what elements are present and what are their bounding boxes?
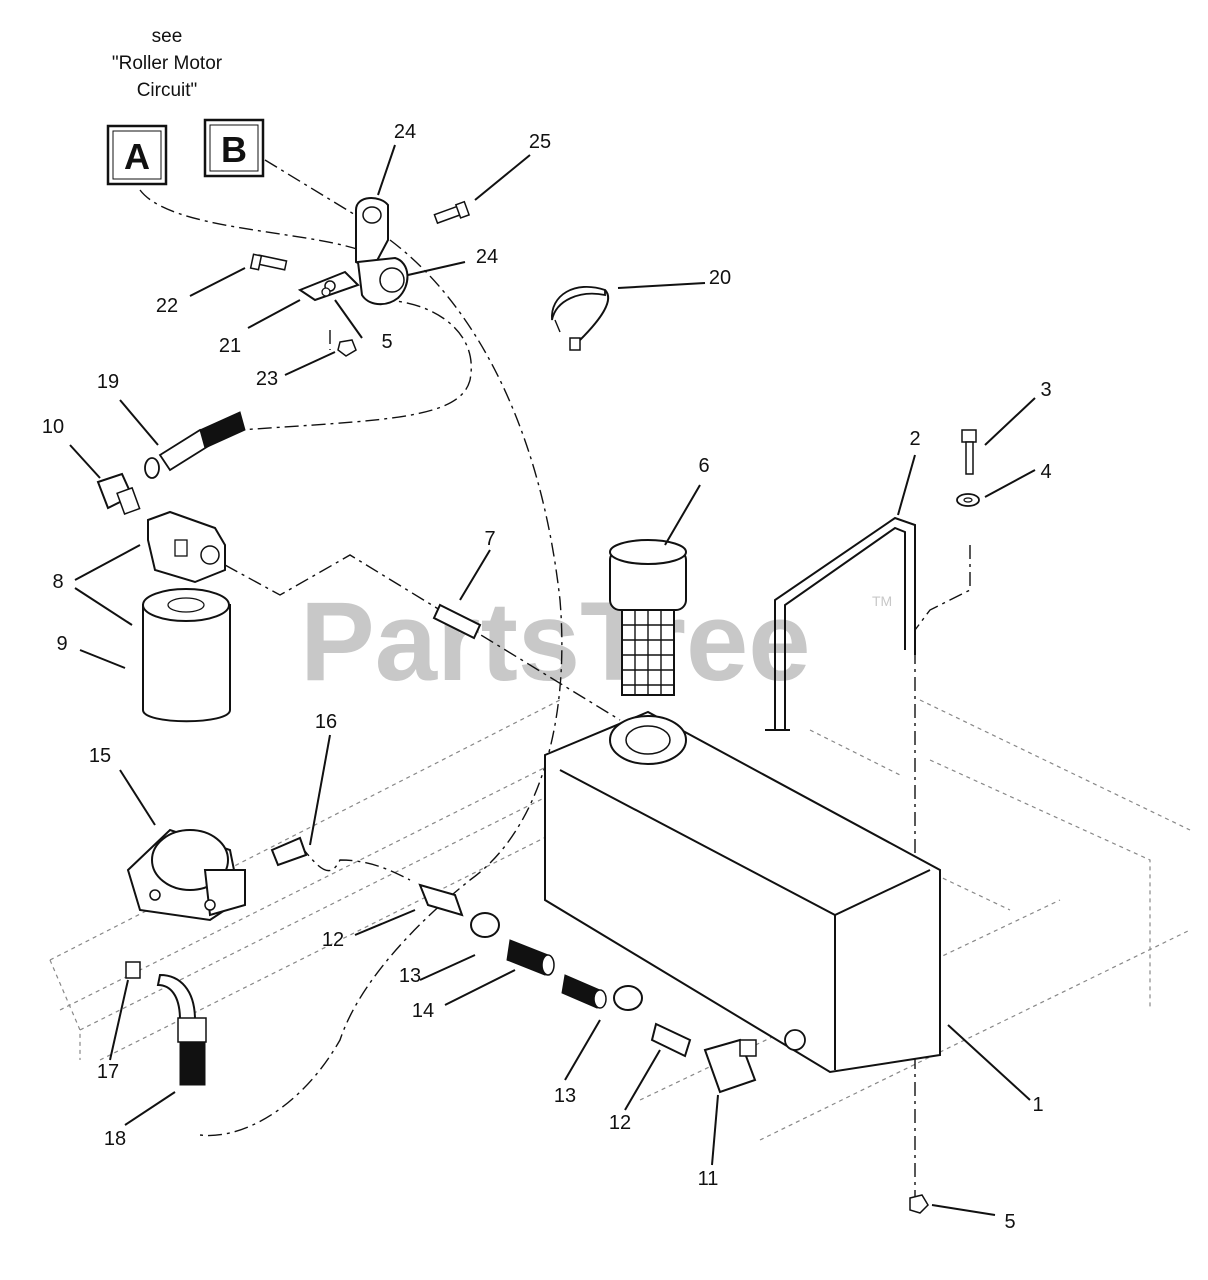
- callout-12b: 12: [609, 1112, 631, 1134]
- callout-4: 4: [1040, 461, 1051, 483]
- fitting-12-b: [650, 1022, 692, 1058]
- callout-25: 25: [529, 131, 551, 153]
- callout-24a: 24: [394, 121, 416, 143]
- callout-7: 7: [484, 528, 495, 550]
- callout-3: 3: [1040, 379, 1051, 401]
- callout-23: 23: [256, 368, 278, 390]
- pump-15: [126, 828, 246, 922]
- callout-1: 1: [1032, 1094, 1043, 1116]
- callout-13b: 13: [554, 1085, 576, 1107]
- elbow-10: [96, 472, 141, 515]
- hose-14: [506, 939, 607, 1009]
- bolt-22: [249, 253, 288, 271]
- fitting-17: [125, 961, 141, 979]
- callout-9: 9: [56, 633, 67, 655]
- callout-8: 8: [52, 571, 63, 593]
- callout-19: 19: [97, 371, 119, 393]
- fitting-16: [270, 836, 308, 867]
- watermark-tm: TM: [872, 593, 892, 609]
- elbow-11: [703, 1029, 806, 1094]
- filter-canister-9: [142, 588, 231, 723]
- filter-head-8: [147, 510, 226, 584]
- nut-5-lower: [909, 1194, 929, 1214]
- box-a-label: A: [124, 136, 150, 177]
- nut-23: [337, 339, 357, 357]
- hydraulic-tank-1: [544, 710, 941, 1074]
- plate-21: [297, 270, 360, 302]
- note-line1: see: [152, 26, 183, 47]
- callout-15: 15: [89, 745, 111, 767]
- callout-16: 16: [315, 711, 337, 733]
- strap-20: [551, 285, 610, 351]
- box-b-label: B: [221, 129, 247, 170]
- box-b: B: [203, 118, 265, 178]
- circuit-note: see "Roller Motor Circuit": [112, 26, 223, 101]
- callout-12a: 12: [322, 929, 344, 951]
- strainer-6: [609, 539, 687, 696]
- callout-5b: 5: [1004, 1211, 1015, 1233]
- callout-2: 2: [909, 428, 920, 450]
- hose-fitting-19: [144, 411, 246, 479]
- nut-5-upper: [321, 287, 331, 297]
- bolt-3: [961, 429, 977, 475]
- callout-5a: 5: [381, 331, 392, 353]
- callout-6: 6: [698, 455, 709, 477]
- fitting-12-a: [418, 883, 464, 917]
- callout-18: 18: [104, 1128, 126, 1150]
- box-a: A: [106, 124, 168, 186]
- callout-11: 11: [698, 1168, 719, 1190]
- callout-14: 14: [412, 1000, 434, 1022]
- callout-13a: 13: [399, 965, 421, 987]
- clamp-13-a: [470, 912, 500, 938]
- bolt-25: [433, 200, 471, 225]
- clamp-13-b: [613, 985, 643, 1011]
- callout-17: 17: [97, 1061, 119, 1083]
- washer-4: [956, 493, 980, 507]
- clamp-24-upper: [355, 197, 389, 272]
- callout-labels: 24 25 24 20 22 21 5 23 19 10 8 9 7 6 2 3…: [42, 121, 1052, 1233]
- note-line2: "Roller Motor: [112, 53, 223, 74]
- callout-24b: 24: [476, 246, 498, 268]
- hose-18: [156, 973, 207, 1086]
- callout-10: 10: [42, 416, 64, 438]
- callout-22: 22: [156, 295, 178, 317]
- nipple-7: [432, 603, 482, 640]
- callout-20: 20: [709, 267, 731, 289]
- watermark: PartsTree: [300, 579, 811, 704]
- leader-lines: [69, 144, 1036, 1216]
- tank-strap-2: [765, 516, 916, 731]
- clamp-24-lower: [356, 256, 409, 306]
- note-line3: Circuit": [137, 80, 198, 101]
- callout-21: 21: [219, 335, 241, 357]
